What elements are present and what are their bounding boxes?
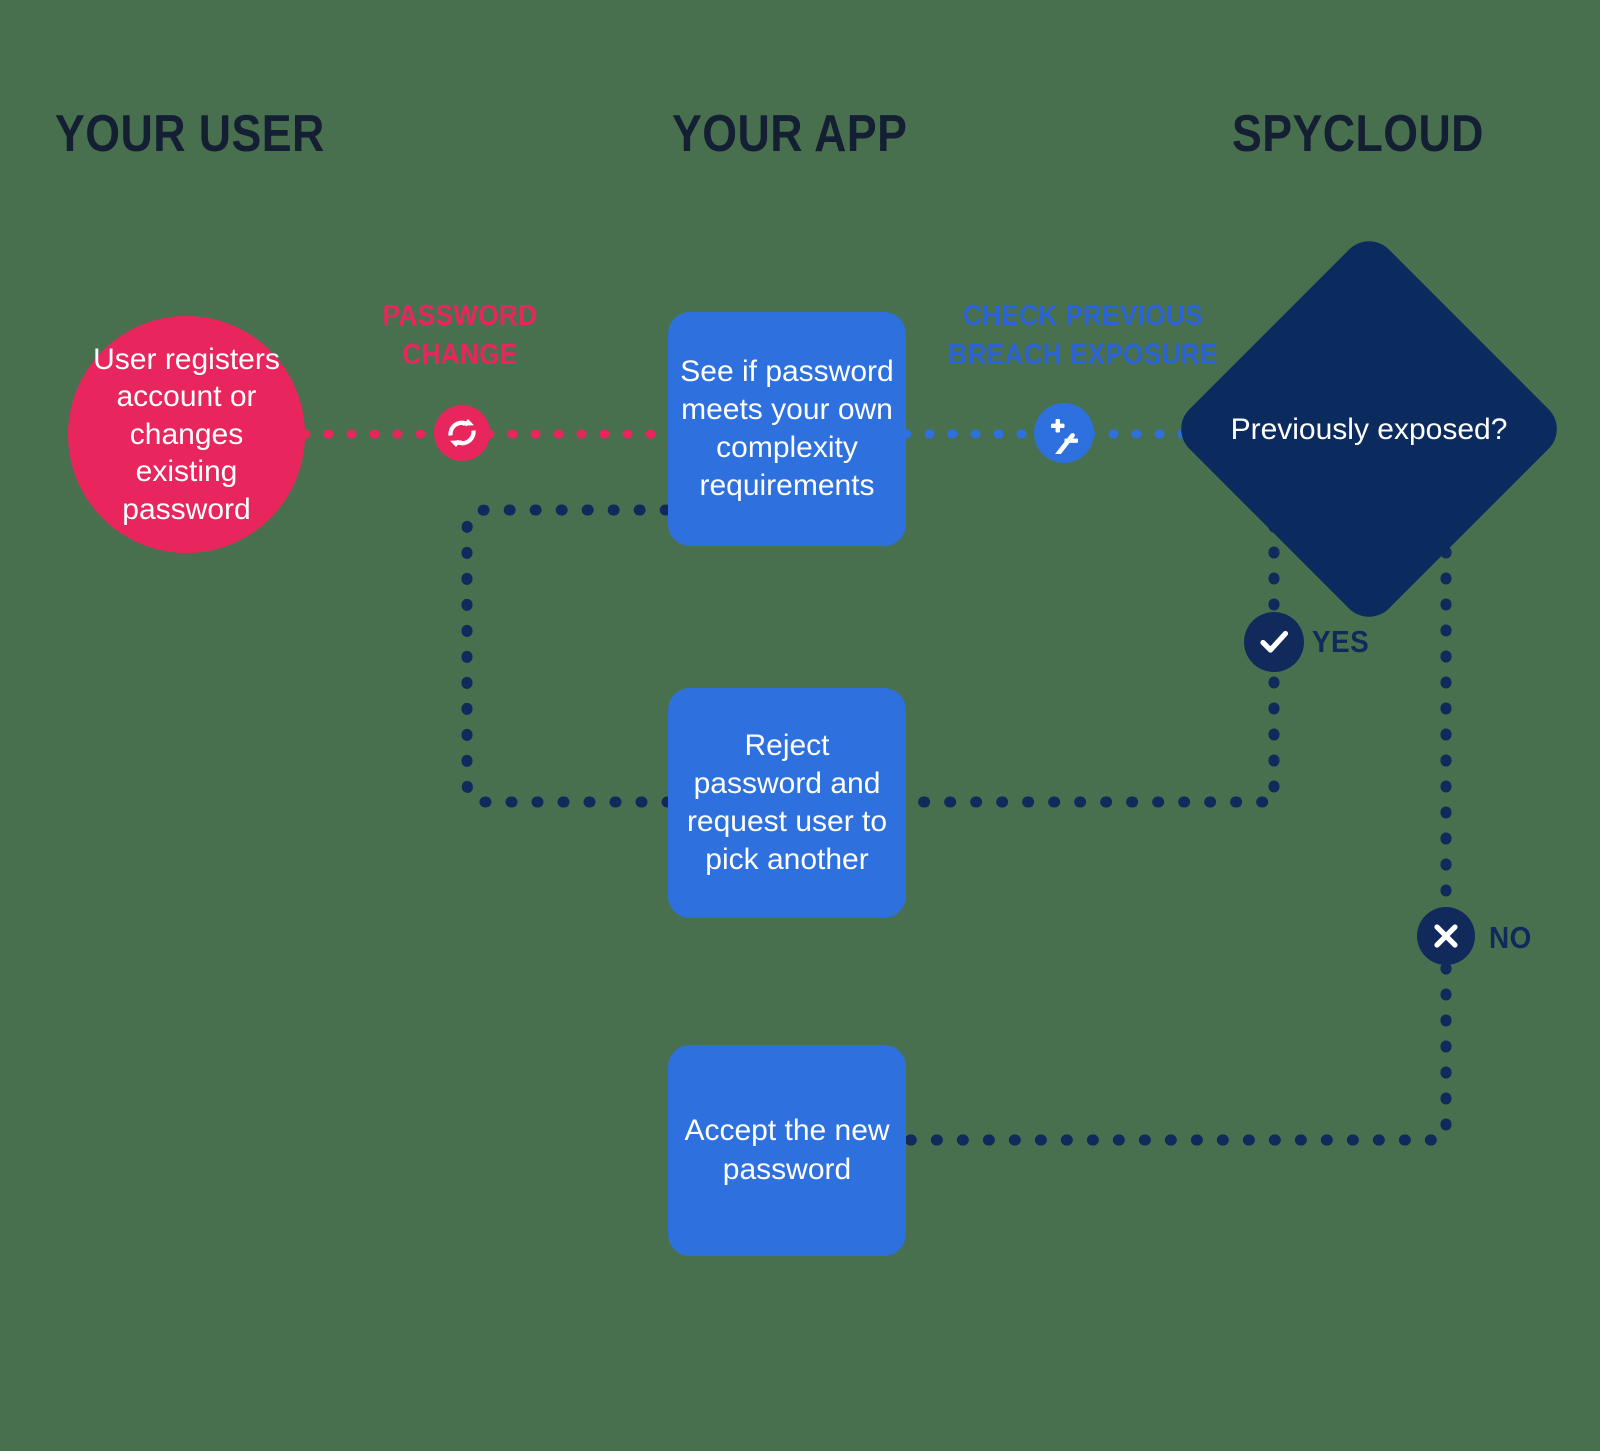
node-reject-password[interactable]: Reject password and request user to pick… bbox=[668, 688, 906, 918]
refresh-icon bbox=[434, 405, 490, 461]
refresh-icon-glyph bbox=[448, 419, 476, 447]
cross-icon bbox=[1417, 907, 1475, 965]
column-heading-spycloud: SPYCLOUD bbox=[1232, 105, 1484, 163]
column-heading-your-app: YOUR APP bbox=[672, 105, 908, 163]
check-icon-glyph bbox=[1260, 630, 1289, 653]
node-reject-password-label: Reject password and request user to pick… bbox=[686, 728, 888, 877]
node-complexity-check-label: See if password meets your own complexit… bbox=[680, 354, 894, 503]
branch-label-yes: YES bbox=[1312, 624, 1370, 659]
plus-minus-icon-glyph bbox=[1051, 419, 1078, 454]
node-decision-previously-exposed[interactable]: Previously exposed? bbox=[1169, 229, 1569, 629]
edge-label-password-change-line1: PASSWORD bbox=[382, 300, 538, 332]
node-accept-password[interactable]: Accept the new password bbox=[668, 1045, 906, 1256]
branch-label-no: NO bbox=[1489, 920, 1532, 955]
edge-label-breach-check-line1: CHECK PREVIOUS bbox=[963, 300, 1203, 332]
column-heading-your-user: YOUR USER bbox=[55, 105, 325, 163]
edge-label-breach-check-line2: BREACH EXPOSURE bbox=[948, 339, 1218, 372]
node-complexity-check[interactable]: See if password meets your own complexit… bbox=[668, 312, 906, 546]
edge-reject-loopback-to-complexity bbox=[461, 504, 674, 808]
cross-icon-glyph bbox=[1434, 924, 1458, 948]
plus-minus-icon bbox=[1034, 403, 1094, 463]
node-accept-password-label: Accept the new password bbox=[684, 1114, 890, 1186]
node-user-start-label: User registers account or changes existi… bbox=[93, 342, 280, 526]
edge-label-password-change: PASSWORD CHANGE bbox=[350, 297, 570, 375]
edge-decision-no-to-accept bbox=[900, 494, 1452, 1146]
node-decision-label: Previously exposed? bbox=[1230, 412, 1508, 446]
edge-label-password-change-line2: CHANGE bbox=[402, 339, 518, 372]
edge-label-breach-check: CHECK PREVIOUS BREACH EXPOSURE bbox=[945, 297, 1220, 375]
check-icon bbox=[1244, 612, 1304, 672]
node-user-start[interactable]: User registers account or changes existi… bbox=[68, 316, 305, 553]
edge-decision-yes-to-reject bbox=[900, 494, 1280, 808]
